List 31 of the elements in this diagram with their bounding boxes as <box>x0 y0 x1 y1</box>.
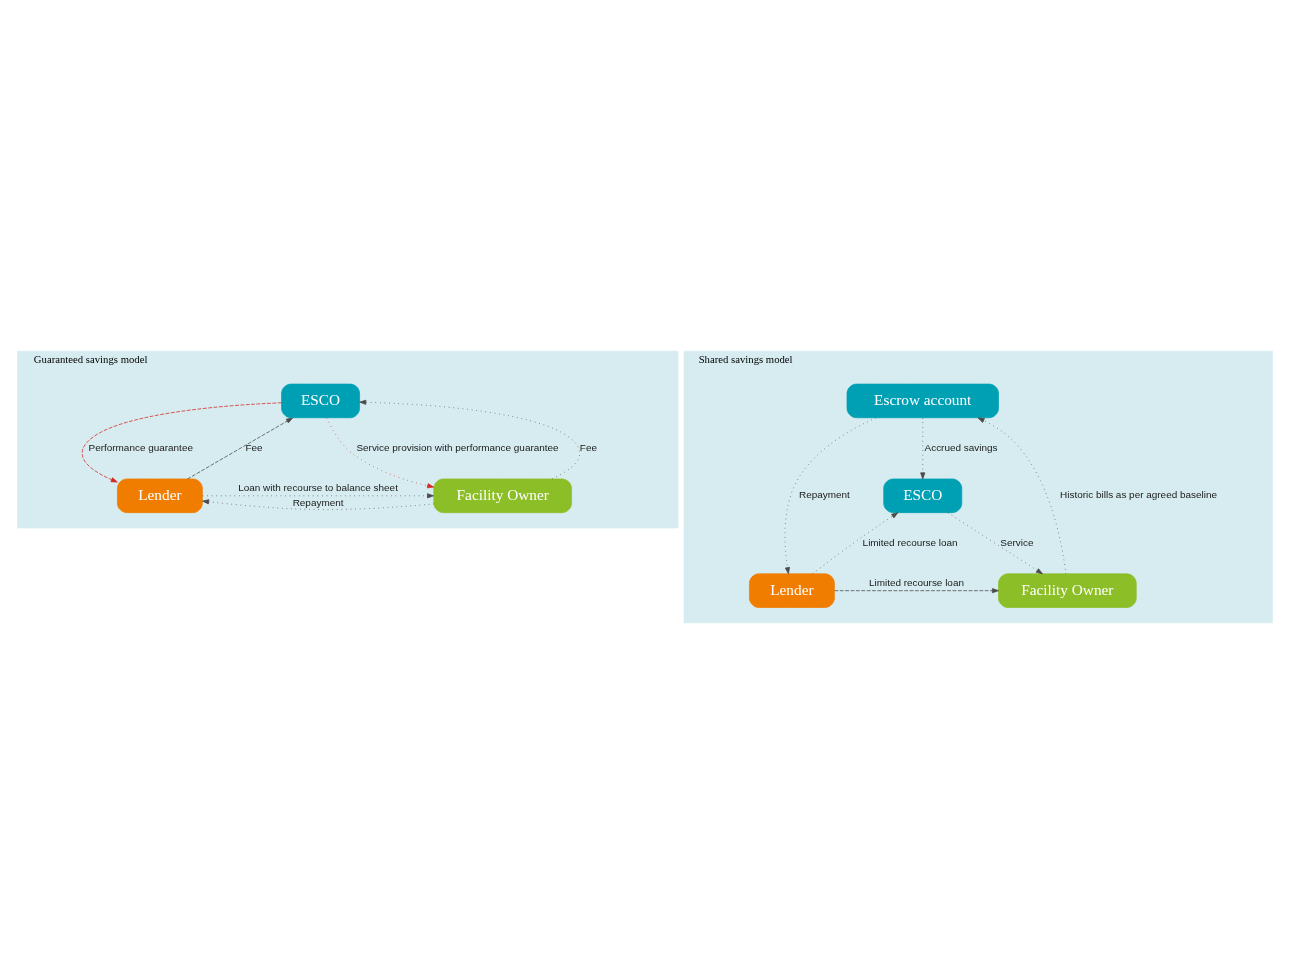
node-box: Lender <box>749 573 835 608</box>
arrow <box>834 588 999 594</box>
edge-label: Repayment <box>292 497 344 509</box>
arrow <box>202 493 434 499</box>
edge-label: Limited recourse loan <box>868 576 964 588</box>
arrow <box>81 402 282 483</box>
edge-label: Fee <box>579 441 597 453</box>
arrow <box>977 417 1067 575</box>
node-box: Facility Owner <box>433 478 572 513</box>
arrow <box>202 499 435 510</box>
edge-label: Historic bills as per agreed baseline <box>1060 489 1217 501</box>
arrow <box>947 512 1043 575</box>
edge-label: Performance guarantee <box>88 441 193 453</box>
edge-label: Limited recourse loan <box>862 536 958 548</box>
node-box: ESCO <box>281 383 360 419</box>
edge-label: Loan with recourse to balance sheet <box>238 481 398 493</box>
arrow <box>326 417 435 489</box>
edge-label: Repayment <box>799 489 850 501</box>
node-box: Facility Owner <box>998 573 1137 608</box>
edge-label: Accrued savings <box>924 441 998 453</box>
arrow <box>812 512 899 575</box>
arrow <box>920 417 926 480</box>
edge-label: Service provision with performance guarantee <box>356 441 559 453</box>
edge-label: Fee <box>245 441 263 453</box>
node-box: ESCO <box>883 478 963 513</box>
arrow <box>359 399 581 480</box>
node-box: Lender <box>117 478 203 513</box>
arrow <box>187 417 293 480</box>
edge-label: Service <box>1000 536 1034 548</box>
arrow <box>784 417 877 575</box>
node-box: Escrow account <box>846 383 999 419</box>
